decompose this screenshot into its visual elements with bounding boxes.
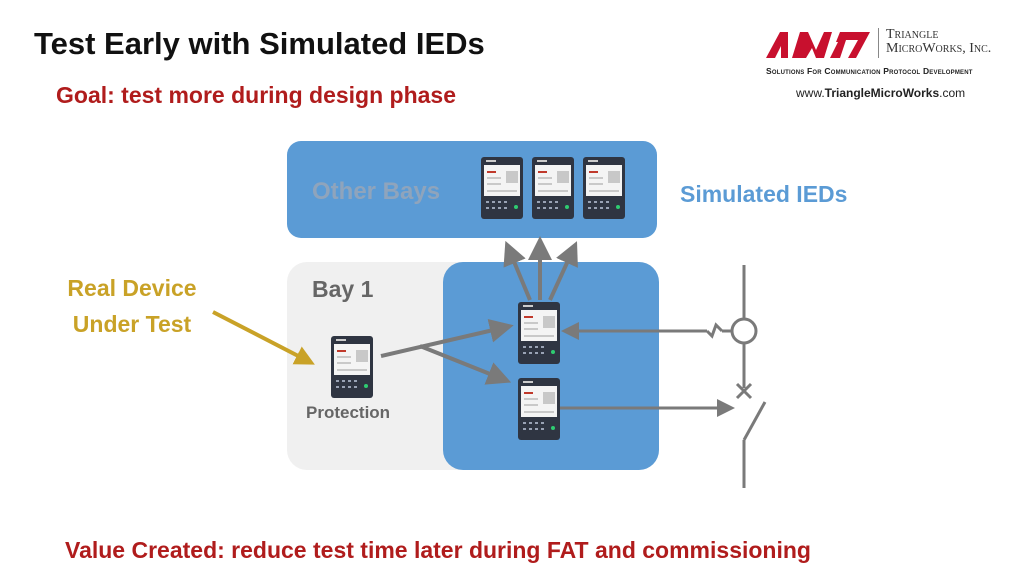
arrow-to-other-bays-right [548,241,578,301]
goal-text: Goal: test more during design phase [56,82,457,108]
ied-device-icon [518,302,560,364]
protection-ied-icon [331,336,373,398]
ied-device-icon [518,378,560,440]
protection-label: Protection [306,403,391,422]
real-device-pointer-arrow [212,310,315,365]
real-device-line2: Under Test [72,311,192,337]
logo-company-name: Triangle MicroWorks, Inc. [886,28,991,56]
logo-url-prefix: www. [796,86,825,100]
breaker-x-icon [735,382,753,400]
logo-url-brand: TriangleMicroWorks [824,86,940,100]
logo-url-suffix: .com [939,86,966,100]
logo-url: www.TriangleMicroWorks.com [796,86,965,100]
real-device-line1: Real Device [67,275,197,301]
ct-signal-break-icon [705,322,724,339]
arrow-to-other-bays-left [503,240,532,301]
arrow-protection-to-ied-lower [419,344,512,385]
ied-device-icon [583,157,625,219]
company-logo: Triangle MicroWorks, Inc. Solutions For … [766,26,1011,106]
logo-separator [878,28,879,58]
other-bays-label: Other Bays [312,178,441,205]
ied-device-icon [532,157,574,219]
logo-tagline: Solutions For Communication Protocol Dev… [766,66,973,76]
value-created-text: Value Created: reduce test time later du… [65,537,811,563]
page-title: Test Early with Simulated IEDs [34,26,485,61]
ied-device-icon [481,157,523,219]
triangle-microworks-logo-icon [766,32,870,58]
current-transformer-icon [730,317,758,345]
simulated-ieds-label: Simulated IEDs [680,181,848,207]
bay-1-label: Bay 1 [312,276,374,302]
logo-company-line2: MicroWorks, Inc. [886,41,992,56]
breaker-switch-blade [742,401,767,441]
arrow-protection-to-ied-upper [380,319,514,358]
real-device-label: Real Device Under Test [60,270,204,342]
logo-company-line1: Triangle [886,27,939,42]
